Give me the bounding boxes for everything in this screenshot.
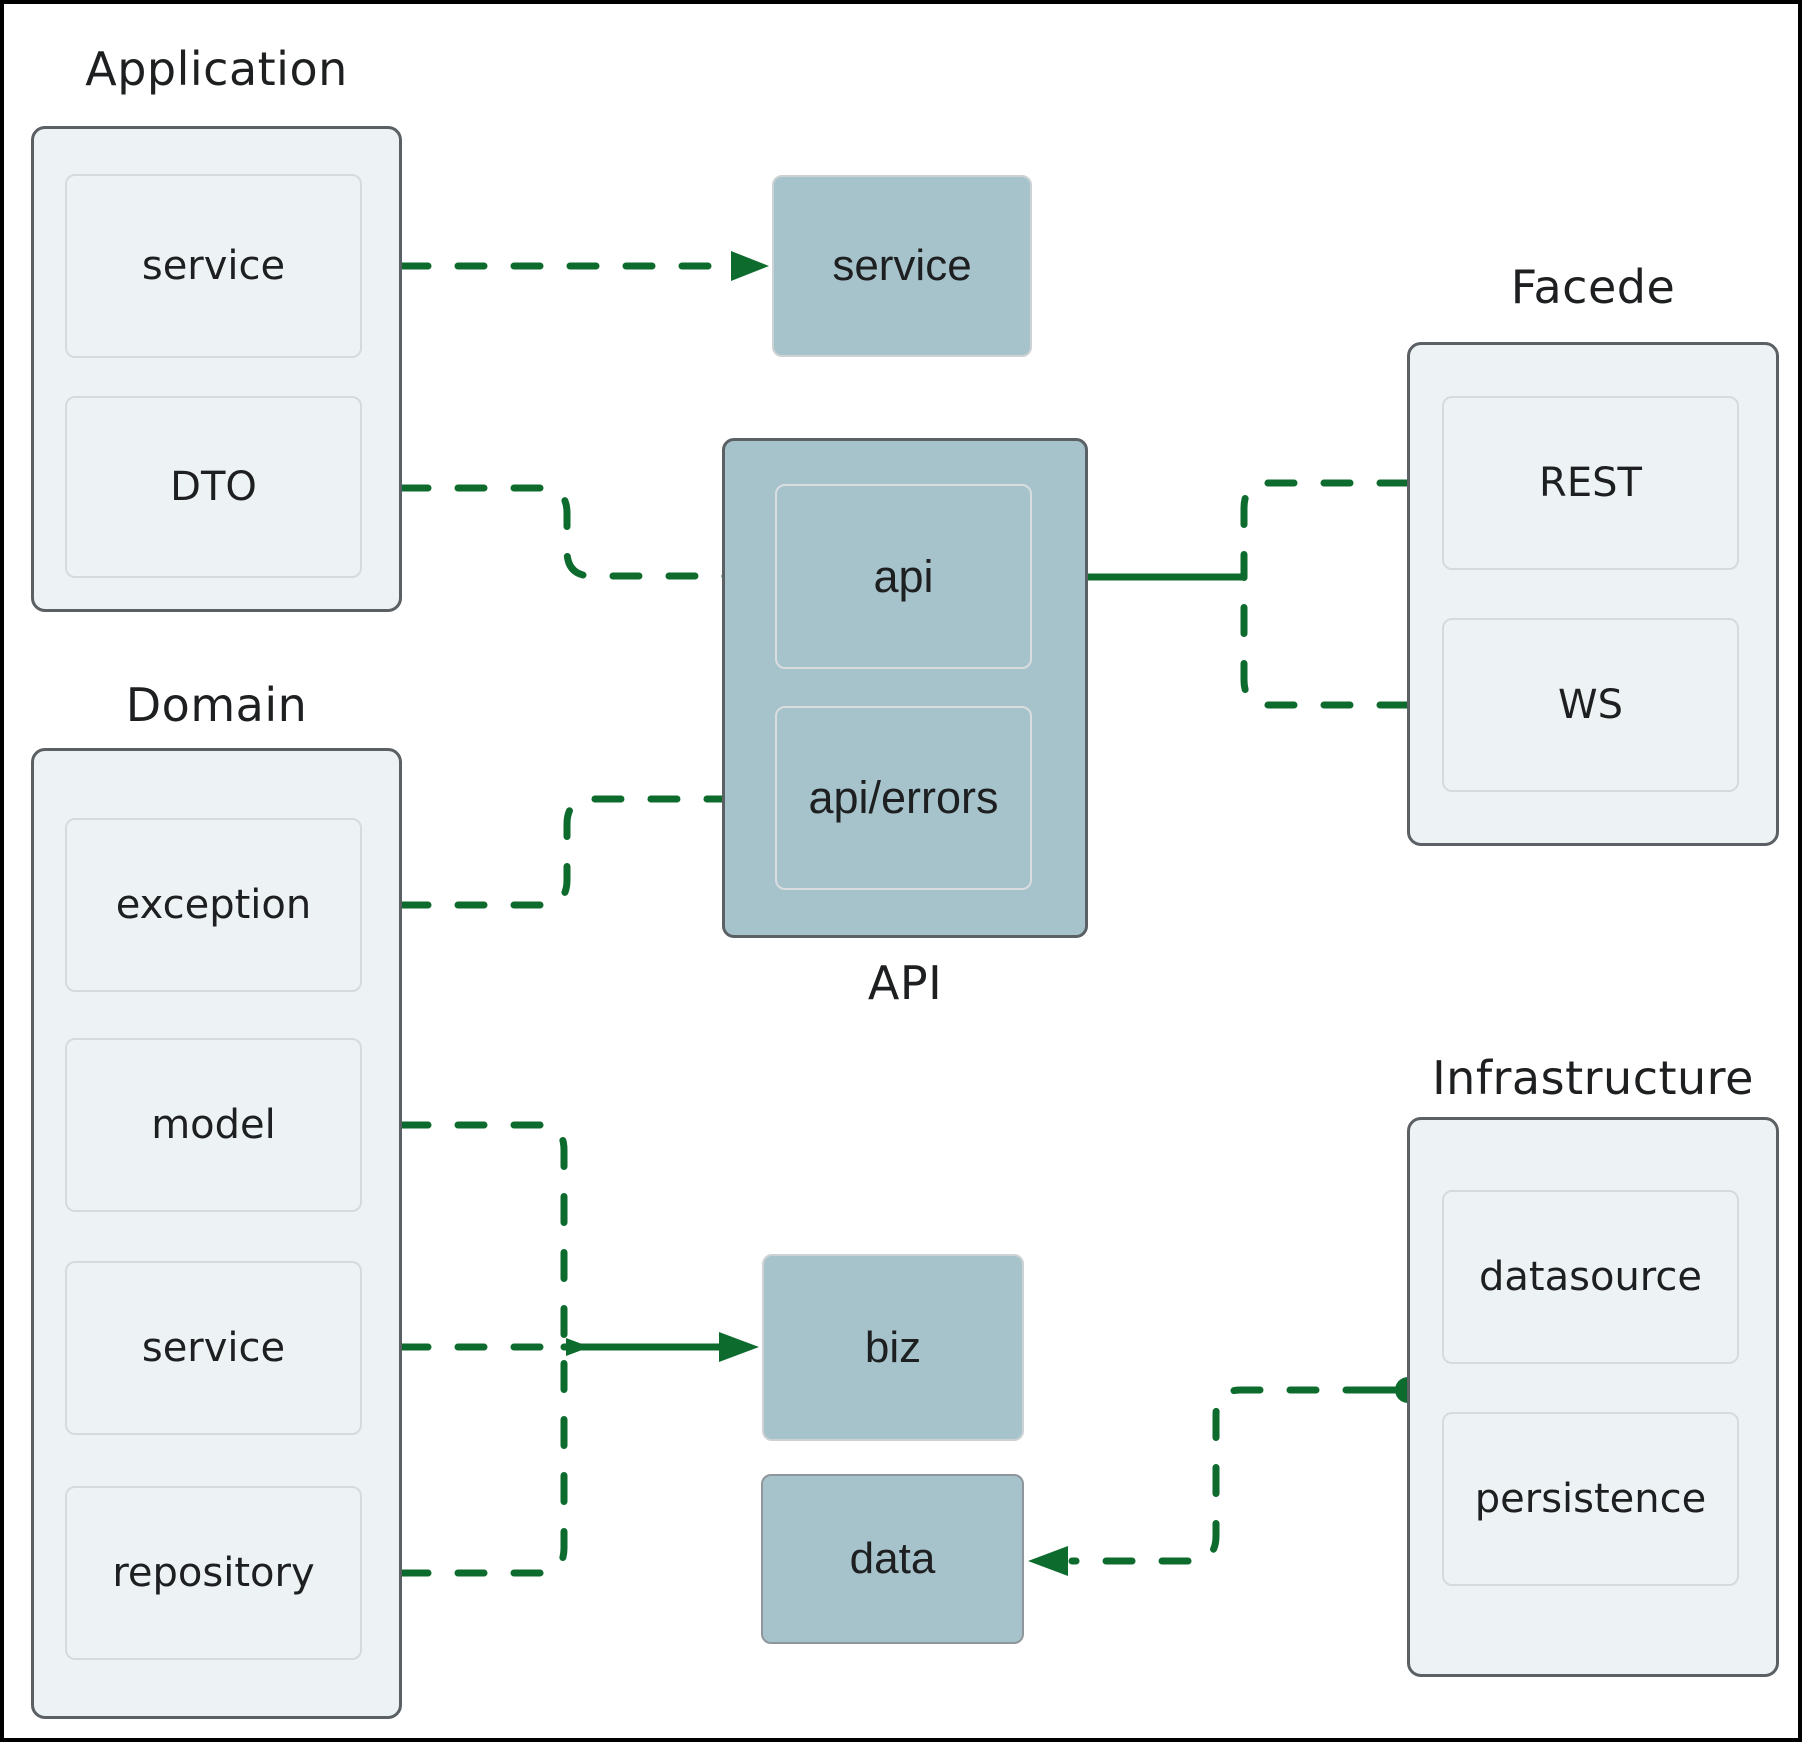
service-node: service	[772, 175, 1032, 357]
connector-facade-to-api	[1034, 470, 1455, 718]
facade-title: Facede	[1510, 260, 1676, 314]
domain-service-label: service	[141, 1325, 286, 1371]
api-caption: API	[867, 956, 943, 1010]
facade-rest-box: REST	[1442, 396, 1739, 570]
application-dto-box: DTO	[65, 396, 362, 578]
application-service-box: service	[65, 174, 362, 358]
infrastructure-title: Infrastructure	[1432, 1051, 1754, 1105]
application-dto-label: DTO	[170, 464, 257, 510]
infrastructure-datasource-box: datasource	[1442, 1190, 1739, 1364]
infrastructure-persistence-label: persistence	[1474, 1476, 1707, 1522]
domain-title: Domain	[125, 678, 308, 732]
data-node: data	[761, 1474, 1024, 1644]
application-service-label: service	[141, 243, 286, 289]
api-box-label: api	[873, 550, 934, 602]
service-node-label: service	[832, 241, 972, 290]
connector-exception-to-api-errors	[349, 784, 772, 918]
application-title: Application	[85, 42, 348, 96]
api-errors-box-label: api/errors	[808, 772, 999, 823]
connector-infrastructure-to-data	[1028, 1377, 1421, 1576]
domain-model-box: model	[65, 1038, 362, 1212]
infrastructure-datasource-label: datasource	[1479, 1254, 1702, 1300]
api-box: api	[775, 484, 1032, 669]
domain-model-label: model	[151, 1102, 276, 1148]
connector-domain-to-biz	[349, 1112, 759, 1586]
domain-repository-label: repository	[112, 1550, 315, 1596]
facade-ws-label: WS	[1558, 682, 1623, 728]
biz-node-label: biz	[864, 1322, 922, 1372]
data-node-label: data	[849, 1534, 936, 1583]
facade-rest-label: REST	[1539, 460, 1642, 506]
connector-app-service-to-service	[349, 251, 769, 281]
domain-exception-box: exception	[65, 818, 362, 992]
biz-node: biz	[762, 1254, 1024, 1441]
api-errors-box: api/errors	[775, 706, 1032, 890]
connector-dto-to-api	[350, 475, 772, 591]
domain-service-box: service	[65, 1261, 362, 1435]
domain-exception-label: exception	[115, 882, 312, 928]
domain-repository-box: repository	[65, 1486, 362, 1660]
infrastructure-persistence-box: persistence	[1442, 1412, 1739, 1586]
facade-ws-box: WS	[1442, 618, 1739, 792]
